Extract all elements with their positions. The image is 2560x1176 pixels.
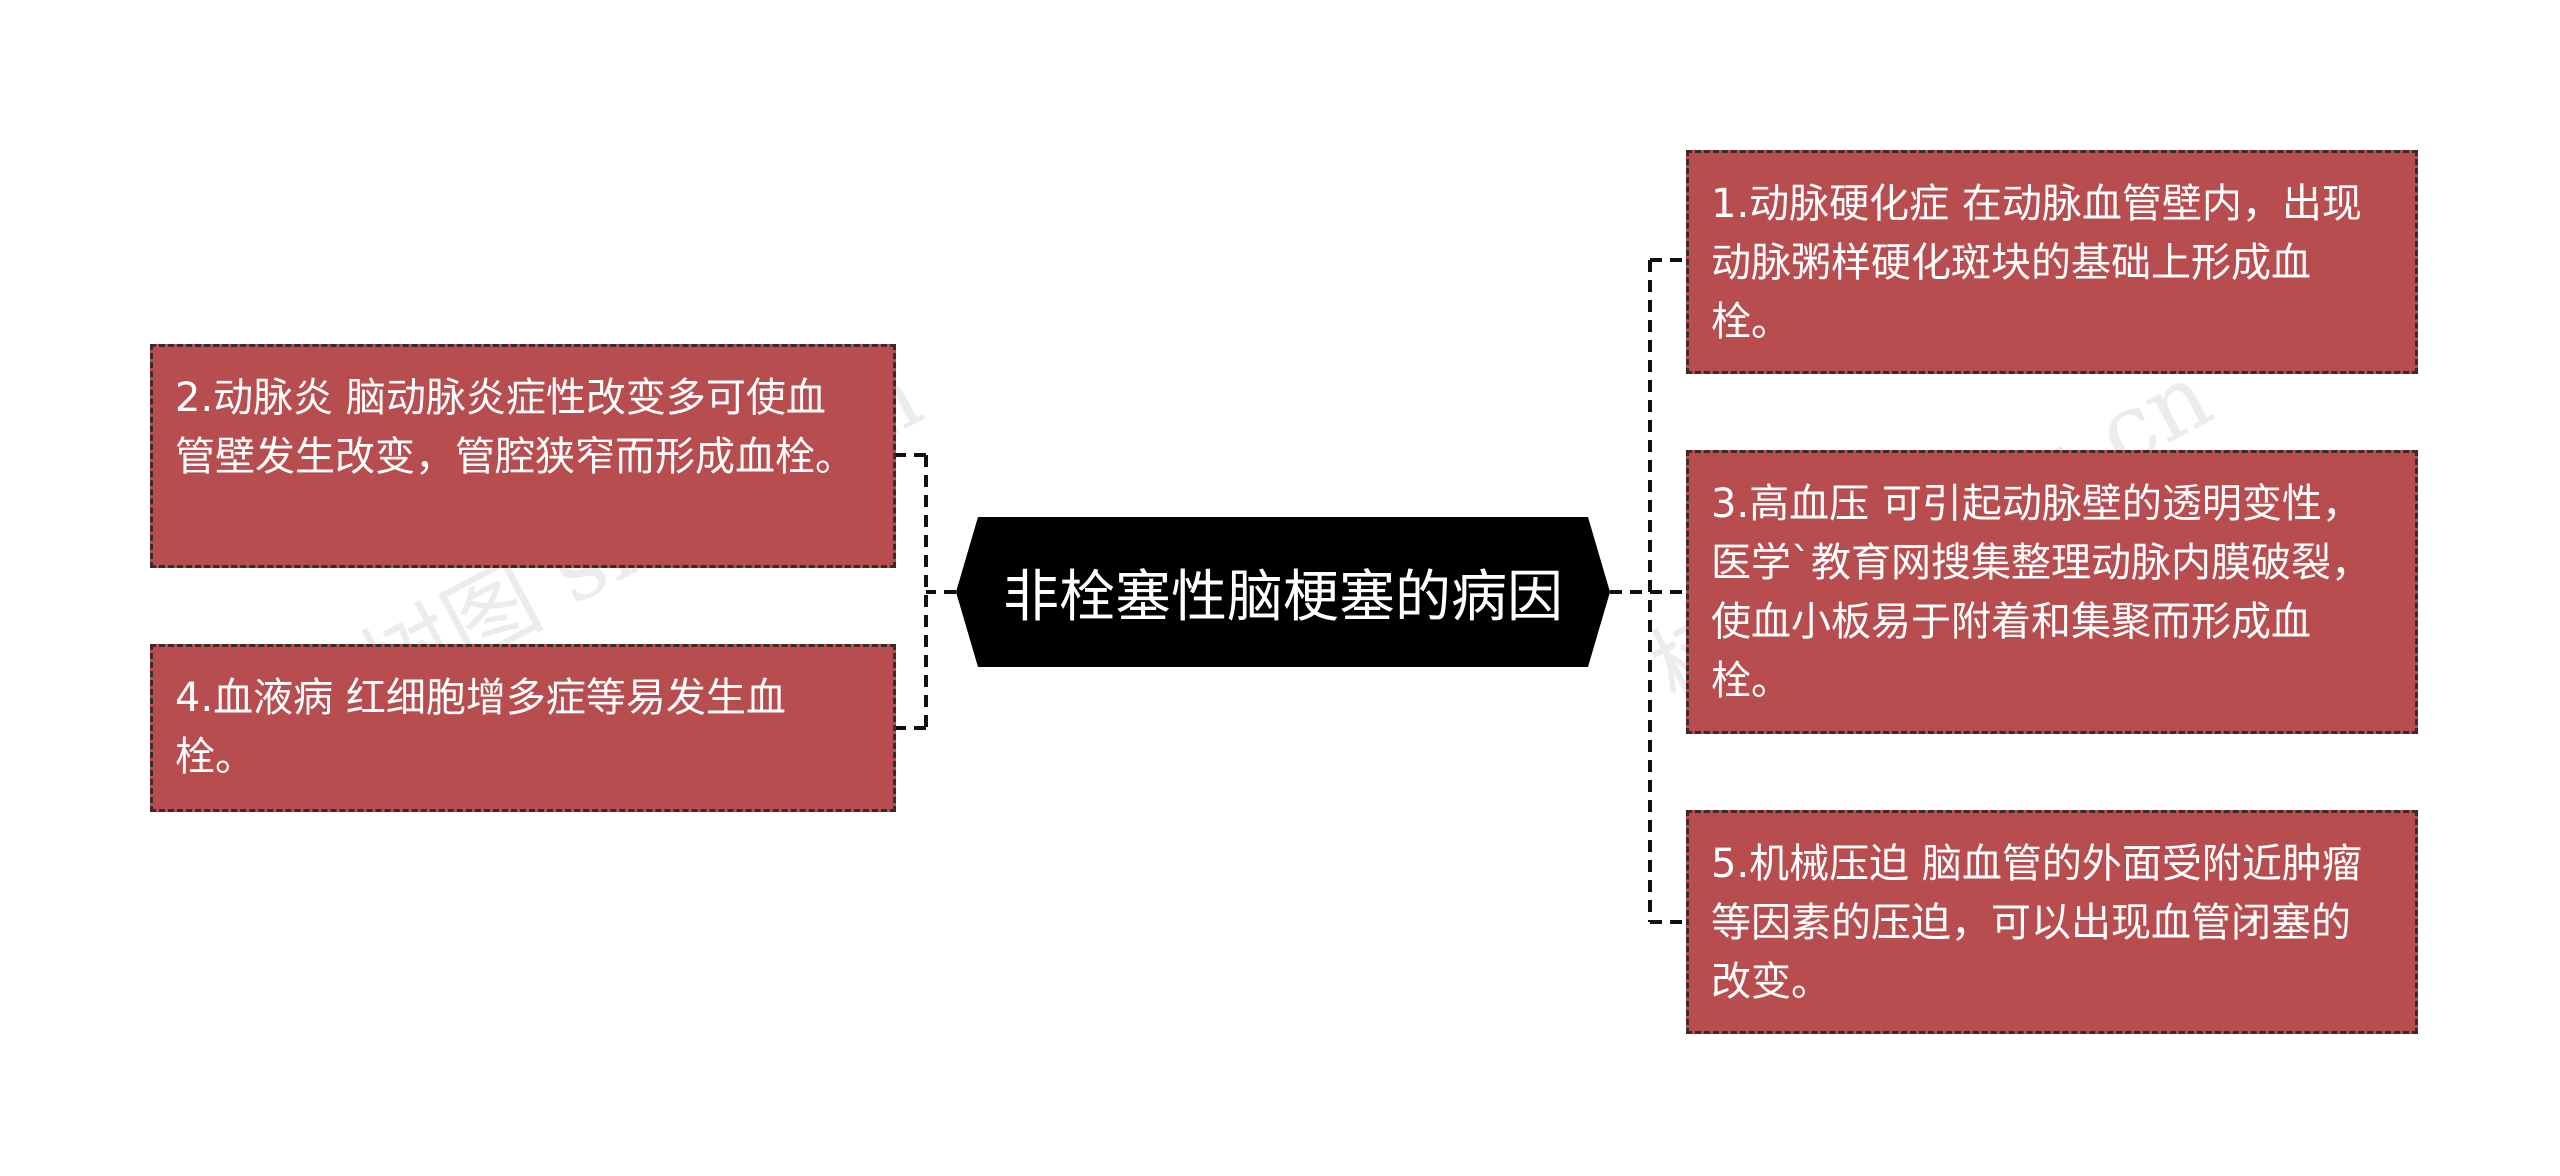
cause-node-2[interactable]: 2.动脉炎 脑动脉炎症性改变多可使血管壁发生改变，管腔狭窄而形成血栓。 [150, 344, 896, 568]
cause-node-2-text: 2.动脉炎 脑动脉炎症性改变多可使血管壁发生改变，管腔狭窄而形成血栓。 [175, 375, 855, 480]
cause-node-3-text: 3.高血压 可引起动脉壁的透明变性，医学`教育网搜集整理动脉内膜破裂，使血小板易… [1711, 481, 2371, 704]
cause-node-5[interactable]: 5.机械压迫 脑血管的外面受附近肿瘤等因素的压迫，可以出现血管闭塞的改变。 [1686, 810, 2418, 1034]
central-topic[interactable]: 非栓塞性脑梗塞的病因 [956, 517, 1610, 667]
cause-node-1[interactable]: 1.动脉硬化症 在动脉血管壁内，出现动脉粥样硬化斑块的基础上形成血栓。 [1686, 150, 2418, 374]
central-topic-shape [956, 517, 1610, 667]
cause-node-4-text: 4.血液病 红细胞增多症等易发生血栓。 [175, 675, 786, 780]
cause-node-3[interactable]: 3.高血压 可引起动脉壁的透明变性，医学`教育网搜集整理动脉内膜破裂，使血小板易… [1686, 450, 2418, 734]
cause-node-1-text: 1.动脉硬化症 在动脉血管壁内，出现动脉粥样硬化斑块的基础上形成血栓。 [1711, 181, 2362, 345]
cause-node-4[interactable]: 4.血液病 红细胞增多症等易发生血栓。 [150, 644, 896, 812]
central-topic-label: 非栓塞性脑梗塞的病因 [1003, 564, 1563, 630]
cause-node-5-text: 5.机械压迫 脑血管的外面受附近肿瘤等因素的压迫，可以出现血管闭塞的改变。 [1711, 841, 2362, 1005]
